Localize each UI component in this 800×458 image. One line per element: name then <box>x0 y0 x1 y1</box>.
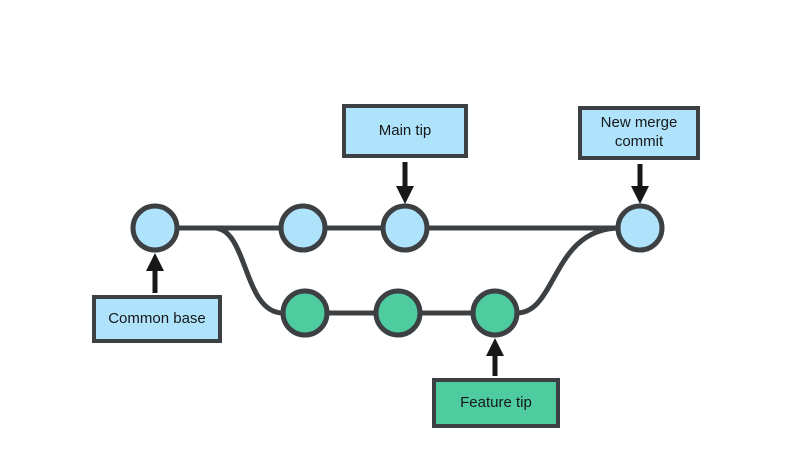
node-merge-commit[interactable] <box>615 203 665 253</box>
label-common-base[interactable]: Common base <box>92 295 222 343</box>
node-main-commit-2[interactable] <box>278 203 328 253</box>
label-new-merge-commit-text: New merge commit <box>600 114 678 150</box>
node-feature-commit-1[interactable] <box>280 288 330 338</box>
edge-branch-curve <box>211 225 286 316</box>
main-tip-arrow-icon <box>396 162 414 204</box>
feature-tip-arrow-icon <box>486 338 504 376</box>
node-feature-commit-2[interactable] <box>373 288 423 338</box>
node-main-commit-1[interactable] <box>130 203 180 253</box>
label-main-tip-text: Main tip <box>378 121 432 139</box>
label-new-merge-commit[interactable]: New merge commit <box>578 106 700 160</box>
node-main-commit-3[interactable] <box>380 203 430 253</box>
label-feature-tip-text: Feature tip <box>460 393 532 411</box>
edge-merge-curve <box>514 225 623 316</box>
node-feature-commit-3[interactable] <box>470 288 520 338</box>
new-merge-commit-arrow-icon <box>631 164 649 204</box>
common-base-arrow-icon <box>146 253 164 293</box>
label-main-tip[interactable]: Main tip <box>342 104 468 158</box>
label-common-base-text: Common base <box>108 309 206 327</box>
label-feature-tip[interactable]: Feature tip <box>432 378 560 428</box>
